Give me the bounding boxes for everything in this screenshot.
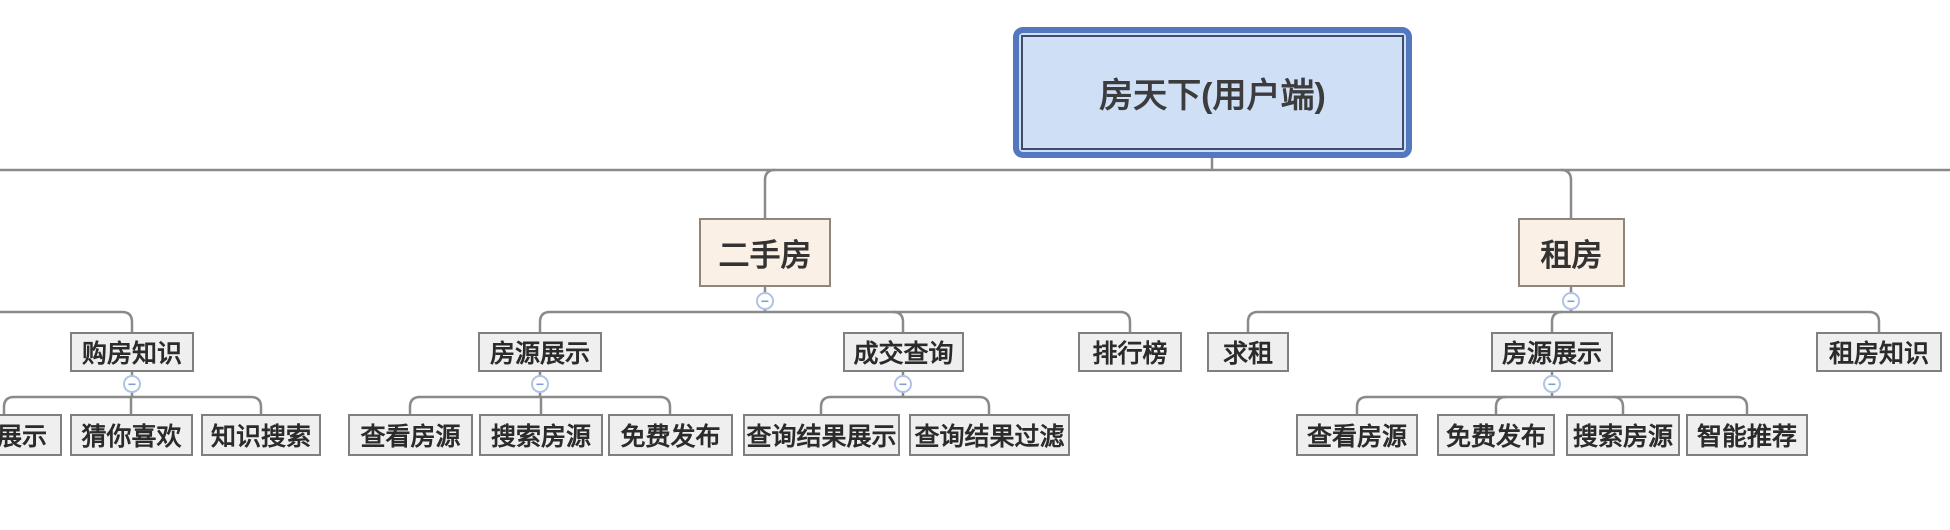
minus-glyph: − <box>1566 293 1576 309</box>
collapse-icon-ershoufang[interactable]: − <box>756 292 774 310</box>
leaf-label: 猜你喜欢 <box>81 423 182 451</box>
branch-node-ershoufang[interactable]: 二手房 <box>699 218 831 287</box>
leaf-sousuo-fangyuan-1[interactable]: 搜索房源 <box>479 414 603 456</box>
leaf-label: 展示 <box>0 423 47 451</box>
minus-glyph: − <box>760 293 770 309</box>
node-label: 排行榜 <box>1092 340 1168 368</box>
leaf-mianfei-fabu-2[interactable]: 免费发布 <box>1437 414 1555 456</box>
minus-glyph: − <box>1547 376 1557 392</box>
node-label: 成交查询 <box>853 340 954 368</box>
branch-label: 二手房 <box>718 238 812 273</box>
leaf-mianfei-fabu-1[interactable]: 免费发布 <box>608 414 733 456</box>
leaf-zhineng-tuijian[interactable]: 智能推荐 <box>1686 414 1808 456</box>
root-label: 房天下(用户端) <box>1099 77 1326 115</box>
elbow-ershoufang <box>763 168 776 218</box>
branch-label: 租房 <box>1540 238 1603 273</box>
minus-glyph: − <box>535 376 545 392</box>
node-label: 房源展示 <box>1501 340 1602 368</box>
node-label: 房源展示 <box>489 340 590 368</box>
node-qiuzu[interactable]: 求租 <box>1207 332 1289 372</box>
branch-node-zufang[interactable]: 租房 <box>1518 218 1625 287</box>
node-label: 求租 <box>1222 340 1273 368</box>
node-fangyuan-zhanshi-1[interactable]: 房源展示 <box>478 332 602 372</box>
node-label: 租房知识 <box>1828 340 1929 368</box>
collapse-icon-zufang[interactable]: − <box>1562 292 1580 310</box>
leaf-label: 查看房源 <box>1306 423 1407 451</box>
leaf-label: 搜索房源 <box>1572 423 1673 451</box>
minus-glyph: − <box>127 376 137 392</box>
collapse-icon-fangyuan-zhanshi-2[interactable]: − <box>1543 375 1561 393</box>
leaf-chaxun-jieguo-zhanshi[interactable]: 查询结果展示 <box>743 414 900 456</box>
leaf-chaxun-jieguo-guolv[interactable]: 查询结果过滤 <box>909 414 1070 456</box>
node-fangyuan-zhanshi-2[interactable]: 房源展示 <box>1491 332 1613 372</box>
node-paihangbang[interactable]: 排行榜 <box>1078 332 1182 372</box>
leaf-label: 查询结果过滤 <box>914 423 1065 451</box>
collapse-icon-fangyuan-zhanshi-1[interactable]: − <box>531 375 549 393</box>
node-label: 购房知识 <box>81 340 182 368</box>
collapse-icon-goufang-zhishi[interactable]: − <box>123 375 141 393</box>
node-zufang-zhishi[interactable]: 租房知识 <box>1816 332 1942 372</box>
node-chengjiao-chaxun[interactable]: 成交查询 <box>843 332 964 372</box>
leaf-label: 免费发布 <box>1445 423 1546 451</box>
collapse-icon-chengjiao-chaxun[interactable]: − <box>894 375 912 393</box>
leaf-label: 搜索房源 <box>490 423 591 451</box>
leaf-label: 免费发布 <box>620 423 721 451</box>
leaf-label: 查看房源 <box>360 423 461 451</box>
root-node[interactable]: 房天下(用户端) <box>1013 27 1412 158</box>
leaf-chakan-fangyuan-1[interactable]: 查看房源 <box>348 414 473 456</box>
node-goufang-zhishi[interactable]: 购房知识 <box>70 332 194 372</box>
elbow-zufang <box>1560 168 1573 218</box>
leaf-cainixihuan[interactable]: 猜你喜欢 <box>70 414 193 456</box>
leaf-label: 知识搜索 <box>210 423 311 451</box>
leaf-zhanshi-truncated[interactable]: 展示 <box>0 414 62 456</box>
leaf-label: 查询结果展示 <box>746 423 897 451</box>
leaf-zhishi-sousuo[interactable]: 知识搜索 <box>201 414 321 456</box>
minus-glyph: − <box>898 376 908 392</box>
leaf-chakan-fangyuan-2[interactable]: 查看房源 <box>1296 414 1418 456</box>
leaf-sousuo-fangyuan-2[interactable]: 搜索房源 <box>1566 414 1680 456</box>
leaf-label: 智能推荐 <box>1696 423 1797 451</box>
